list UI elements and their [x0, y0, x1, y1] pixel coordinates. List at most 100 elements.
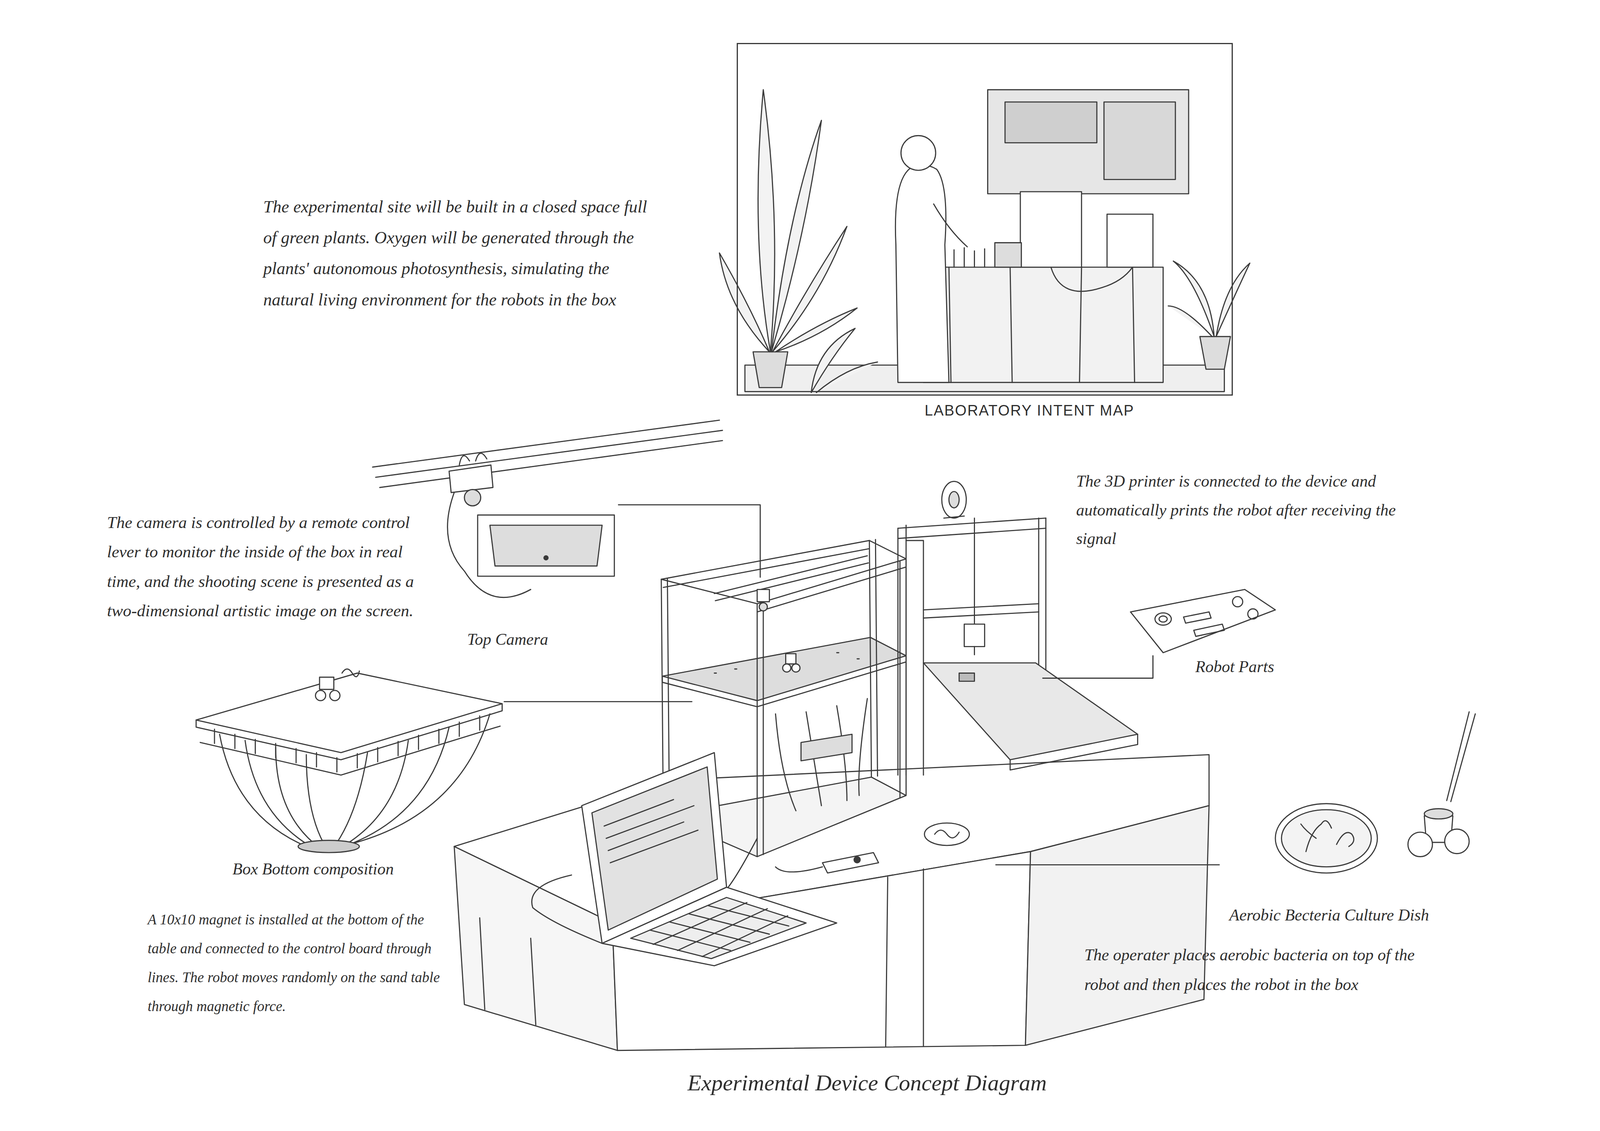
camera-rail: [372, 420, 723, 488]
leader-line: [995, 864, 1220, 866]
part-label: Top Camera: [467, 629, 549, 650]
box-camera-lens: [759, 602, 768, 611]
lab-device: [1107, 214, 1154, 268]
lab-cable: [1050, 267, 1133, 292]
screen: [477, 515, 615, 577]
sand-marks: [714, 652, 860, 674]
laptop-cable: [531, 875, 602, 944]
magnet-note: A 10x10 magnet is installed at the botto…: [147, 905, 445, 1022]
camera-note: The camera is controlled by a remote con…: [107, 507, 416, 626]
robot: [319, 677, 334, 690]
petri-dish-inner: [1281, 809, 1372, 867]
printer-top-bar: [898, 518, 1047, 539]
robot-wheel: [782, 664, 792, 673]
control-knob: [853, 857, 861, 864]
part-label: Robot Parts: [1195, 657, 1275, 677]
printed-robot: [958, 673, 975, 682]
box-camera: [757, 589, 770, 602]
plant-leaf: [758, 89, 775, 352]
printer-nozzle: [973, 646, 975, 656]
lab-device: [994, 242, 1022, 268]
box-top-frame: [661, 540, 907, 613]
robot-wheel: [1444, 829, 1470, 854]
culture-items: [924, 712, 1476, 874]
laptop-keyboard: [630, 897, 807, 959]
lab-scene: [719, 89, 1250, 393]
lab-wall-screen: [987, 89, 1189, 194]
map-title: LABORATORY INTENT MAP: [924, 402, 1135, 420]
plant-leaf: [1168, 261, 1250, 337]
printer-bed-edge: [1010, 734, 1138, 770]
lab-person-arm: [933, 203, 968, 247]
robot-part: [1155, 612, 1172, 625]
robot-part: [1183, 612, 1225, 637]
leader-line: [504, 701, 692, 703]
robot-part: [1232, 596, 1243, 608]
main-table: [454, 754, 1209, 1051]
bacteria-culture: [1300, 821, 1354, 852]
control-board: [822, 852, 879, 874]
filament-spool-core: [948, 491, 959, 509]
box-screen: [801, 734, 853, 761]
printer-extruder: [964, 624, 985, 647]
camera-body: [449, 465, 493, 493]
wire-bundle: [298, 840, 360, 853]
plant-leaf: [719, 253, 770, 352]
robot: [785, 653, 796, 665]
laptop-screen-lines: [604, 799, 699, 863]
leader-line: [618, 505, 761, 578]
leader-line: [1042, 655, 1154, 679]
lab-table-folds: [948, 267, 1135, 383]
lab-person: [895, 164, 949, 383]
robot-wheel: [329, 690, 340, 701]
operator-note: The operater places aerobic bacteria on …: [1084, 940, 1429, 1000]
lab-screen-panel: [1005, 101, 1097, 143]
printer-bed: [923, 662, 1138, 760]
robot-wheel: [1407, 832, 1433, 858]
screen-dot: [544, 555, 549, 560]
printer-side: [906, 540, 924, 776]
lab-intent-frame: LABORATORY INTENT MAP: [736, 42, 1233, 396]
box-cables: [726, 838, 823, 890]
small-dish-bacteria: [934, 830, 960, 839]
printer-rod: [943, 516, 975, 628]
robot-dish: [1424, 808, 1453, 820]
robot-parts-plate: [1130, 589, 1276, 653]
robot-part: [1247, 608, 1258, 620]
sand-table-plate: [196, 673, 502, 753]
plant-pot: [753, 351, 788, 388]
camera-clamp: [459, 453, 488, 466]
camera-lens: [464, 489, 481, 506]
plant-pot: [1200, 336, 1231, 370]
laptop: [531, 752, 837, 967]
petri-dish: [1275, 803, 1378, 874]
sand-table-edge: [662, 655, 906, 708]
robot-wheel: [791, 664, 800, 673]
top-camera-detail: [372, 420, 761, 598]
laptop-base: [601, 887, 837, 967]
tweezers: [1446, 712, 1476, 802]
robot-wheel: [315, 690, 326, 701]
robot-part: [1158, 616, 1168, 623]
box-camera-rail: [714, 555, 869, 601]
laptop-keys: [650, 902, 789, 957]
printer-gantry: [923, 603, 1039, 619]
diagram-caption: Experimental Device Concept Diagram: [687, 1069, 1047, 1097]
lab-table: [923, 267, 1164, 383]
filament-spool: [941, 481, 967, 519]
plant-small: [811, 328, 878, 393]
site-note: The experimental site will be built in a…: [263, 191, 658, 316]
part-label: Aerobic Becteria Culture Dish: [1229, 905, 1429, 925]
table-cloth-right: [1025, 805, 1209, 1046]
screen-inner: [489, 525, 602, 567]
lab-screen-panel: [1103, 101, 1176, 180]
plate-edge: [196, 703, 502, 761]
printer-note: The 3D printer is connected to the devic…: [1076, 467, 1420, 554]
small-dish: [924, 823, 970, 846]
printer: [898, 481, 1276, 776]
box-wires: [775, 698, 868, 811]
lab-person-head: [901, 135, 936, 171]
bacteria-mark: [341, 669, 359, 677]
part-label: Box Bottom composition: [232, 859, 394, 879]
